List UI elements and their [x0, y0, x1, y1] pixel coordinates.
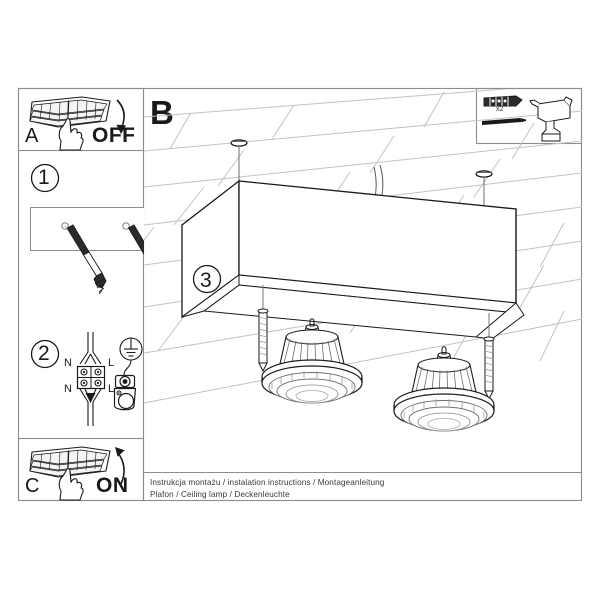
step-two-number: 2 [38, 342, 50, 365]
footer-text-block: Instrukcja montażu / instalation instruc… [150, 478, 570, 499]
wall-switch-hand-icon [29, 446, 125, 501]
step-three-circle [192, 264, 222, 294]
panel-step-one: 1 [18, 155, 144, 305]
reflector-lamp-left [261, 318, 363, 404]
mounting-screw-left [257, 285, 269, 373]
ceiling-lamp-perspective-icon [144, 89, 582, 432]
terminal-block-wiring-icon [30, 332, 143, 426]
wall-plug-quantity-label: x2 [496, 106, 504, 113]
main-illustration-letter: B [150, 94, 174, 131]
terminal-label-l-bottom: L [108, 383, 115, 395]
panel-a-action-label: OFF [92, 124, 136, 147]
terminal-label-n-top: N [64, 357, 72, 369]
reflector-lamp-right [393, 346, 495, 432]
mounting-screw-right [483, 313, 495, 401]
wall-plug-icon [483, 95, 523, 107]
panel-step-two: 2 N L N L [18, 330, 144, 440]
panel-c-letter: C [25, 475, 40, 497]
drill-icon [529, 96, 573, 142]
panel-power-on: C ON [18, 438, 144, 501]
screw-icon [482, 118, 526, 125]
step-three-number: 3 [200, 269, 212, 292]
ceiling-screws-icon [30, 163, 144, 295]
footer-line-1: Instrukcja montażu / instalation instruc… [150, 478, 385, 487]
footer-line-2: Plafon / Ceiling lamp / Deckenleuchte [150, 490, 290, 499]
terminal-label-l-top: L [108, 357, 115, 369]
panel-a-letter: A [25, 125, 39, 147]
ceiling-screw-head-left [230, 139, 248, 181]
parts-box: x2 [476, 88, 582, 144]
terminal-label-n-bottom: N [64, 383, 72, 395]
panel-c-action-label: ON [96, 474, 129, 497]
wall-switch-hand-icon [29, 96, 126, 151]
step-one-number: 1 [38, 166, 50, 189]
panel-power-off: A OFF [18, 88, 144, 151]
